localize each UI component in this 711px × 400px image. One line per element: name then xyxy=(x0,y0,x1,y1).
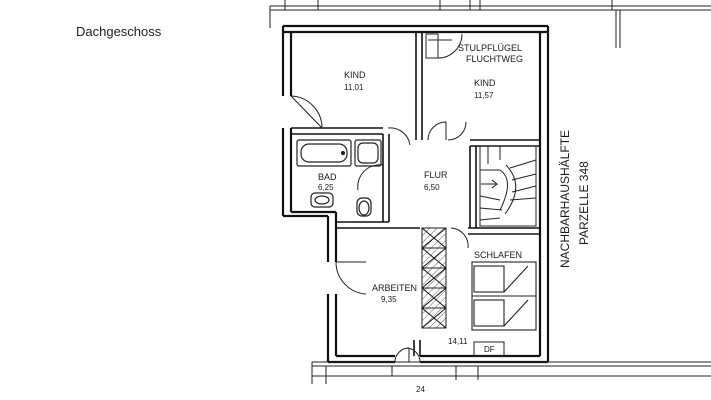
shaft-column xyxy=(421,227,447,329)
label-schlafen: SCHLAFEN xyxy=(474,250,522,260)
roof-edge-bottom xyxy=(311,361,711,384)
label-nachbar-line1: NACHBARHAUSHÄLFTE xyxy=(558,130,572,268)
df-box xyxy=(473,341,505,357)
label-nachbar-line2: PARZELLE 348 xyxy=(577,161,591,245)
room-labels: STULPFLÜGEL FLUCHTWEG KIND 11,01 KIND 11… xyxy=(318,43,591,394)
label-bad-area: 6,25 xyxy=(318,183,334,192)
door-swings xyxy=(290,95,469,363)
label-df: DF xyxy=(484,345,495,354)
roof-edge-top xyxy=(269,0,711,48)
label-arbeiten: ARBEITEN xyxy=(372,283,417,293)
label-fluchtweg: FLUCHTWEG xyxy=(466,54,523,64)
beds xyxy=(471,261,537,331)
bath-fixtures xyxy=(296,139,382,217)
label-dim-24: 24 xyxy=(416,385,425,394)
top-openings xyxy=(425,33,463,59)
label-kind2: KIND xyxy=(474,78,496,88)
label-flur-area: 6,50 xyxy=(424,183,440,192)
label-kind1: KIND xyxy=(344,70,366,80)
label-bad: BAD xyxy=(318,172,337,182)
label-kind2-area: 11,57 xyxy=(474,91,494,100)
label-kind1-area: 11,01 xyxy=(344,83,364,92)
label-stulpfluegel: STULPFLÜGEL xyxy=(458,43,522,53)
label-arbeiten-area: 9,35 xyxy=(381,295,397,304)
label-schlafen-area: 14,11 xyxy=(448,337,468,346)
outer-walls xyxy=(281,24,550,364)
stairs xyxy=(479,145,537,227)
label-flur: FLUR xyxy=(424,170,448,180)
floor-caption: Dachgeschoss xyxy=(76,24,162,39)
